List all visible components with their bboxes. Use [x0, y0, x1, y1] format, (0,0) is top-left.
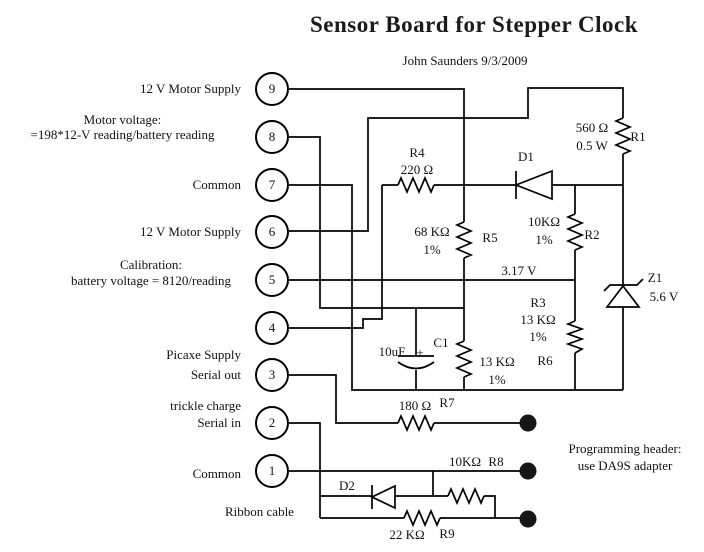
pin-3-label: Serial out [190, 367, 241, 382]
header-dot-serial-in [519, 510, 537, 528]
pin-4-label-line2: trickle charge [170, 398, 241, 413]
r5-value-line2: 1% [423, 242, 441, 257]
r5-value: 68 KΩ 1% [392, 223, 472, 259]
pin-9-label: 12 V Motor Supply [139, 81, 241, 96]
pin-1-terminal: 1 [255, 454, 289, 488]
pin-5-label: Calibration: battery voltage = 8120/read… [1, 257, 301, 289]
r8-value: 10KΩ [448, 454, 482, 469]
pin-4-label-line1: Picaxe Supply [166, 347, 241, 362]
capacitor-c1-symbol [397, 355, 435, 370]
r6-ref: R6 [537, 353, 553, 368]
r1-value-line1: 560 Ω [575, 120, 609, 135]
r3-label: R3 13 KΩ 1% [498, 294, 578, 345]
pin-2-label: Serial in [197, 415, 241, 430]
r4-ref: R4 [409, 145, 425, 160]
resistor-r4-symbol [397, 175, 435, 195]
pin-8-label-line2: =198*12-V reading/battery reading [30, 127, 215, 142]
r1-value-line2: 0.5 W [576, 138, 608, 153]
r5-ref: R5 [482, 230, 498, 245]
r3-value-line1: 13 KΩ [520, 312, 556, 327]
pin-5-label-line1: Calibration: [119, 257, 183, 272]
pin-4-terminal: 4 [255, 311, 289, 345]
r7-value: 180 Ω [398, 398, 432, 413]
ribbon-cable-label: Ribbon cable [225, 504, 294, 519]
zener-z1-symbol [603, 278, 644, 308]
header-dot-serial-out [519, 414, 537, 432]
pin-3-terminal: 3 [255, 358, 289, 392]
pin-8-label: Motor voltage: =198*12-V reading/battery… [0, 112, 245, 142]
pin-6-terminal: 6 [255, 215, 289, 249]
r3-value-line2: 1% [529, 329, 547, 344]
resistor-r8-symbol [447, 486, 485, 506]
r6-value-line1: 13 KΩ [479, 354, 515, 369]
page-title: Sensor Board for Stepper Clock [309, 12, 639, 37]
r1-value: 560 Ω 0.5 W [552, 119, 632, 155]
resistor-r2-symbol [565, 213, 585, 251]
pin-5-label-line2: battery voltage = 8120/reading [70, 273, 232, 288]
z1-ref: Z1 [647, 270, 663, 285]
c1-ref: C1 [433, 335, 449, 350]
r6-value-line2: 1% [488, 372, 506, 387]
node-voltage-label: 3.17 V [501, 263, 537, 278]
pin-4-label: Picaxe Supply trickle charge [0, 312, 241, 448]
pin-9-terminal: 9 [255, 72, 289, 106]
pin-8-terminal: 8 [255, 120, 289, 154]
pin-5-terminal: 5 [255, 263, 289, 297]
r2-value-line1: 10KΩ [527, 214, 561, 229]
r7-ref: R7 [439, 395, 455, 410]
diode-d2-symbol [370, 484, 396, 510]
r9-ref: R9 [439, 526, 455, 541]
r9-value: 22 KΩ [389, 527, 425, 542]
r2-ref: R2 [584, 227, 600, 242]
r5-value-line1: 68 KΩ [414, 224, 450, 239]
r4-value: 220 Ω [400, 162, 434, 177]
resistor-r3-symbol [565, 320, 585, 354]
programming-header-note-line2: use DA9S adapter [577, 458, 673, 473]
pin-7-terminal: 7 [255, 168, 289, 202]
r4-label: R4 220 Ω [377, 144, 457, 178]
pin-6-label: 12 V Motor Supply [139, 224, 241, 239]
r1-ref: R1 [630, 129, 646, 144]
pin-1-label: Common [192, 466, 241, 481]
c1-polarity-plus: + [416, 345, 424, 360]
resistor-r6-symbol [454, 340, 474, 378]
d1-ref: D1 [518, 149, 534, 164]
resistor-r9-symbol [403, 508, 441, 528]
author-date: John Saunders 9/3/2009 [402, 53, 528, 68]
pin-7-label: Common [192, 177, 241, 192]
r3-ref: R3 [530, 295, 546, 310]
resistor-r5-symbol [454, 221, 474, 259]
r6-value: 13 KΩ 1% [457, 353, 537, 389]
pin-8-label-line1: Motor voltage: [83, 112, 162, 127]
resistor-r7-symbol [397, 413, 435, 433]
z1-value: 5.6 V [649, 289, 679, 304]
resistor-r1-symbol [613, 117, 633, 155]
pin-2-terminal: 2 [255, 406, 289, 440]
programming-header-note-line1: Programming header: [568, 441, 682, 456]
circuit-wires [289, 87, 624, 519]
r2-value-line2: 1% [535, 232, 553, 247]
diode-d1-symbol [513, 169, 553, 201]
d2-ref: D2 [339, 478, 355, 493]
r2-value: 10KΩ 1% [504, 213, 584, 249]
c1-value: 10uF [378, 344, 406, 359]
r8-ref: R8 [488, 454, 504, 469]
header-dot-common [519, 462, 537, 480]
programming-header-note: Programming header: use DA9S adapter [545, 440, 704, 474]
